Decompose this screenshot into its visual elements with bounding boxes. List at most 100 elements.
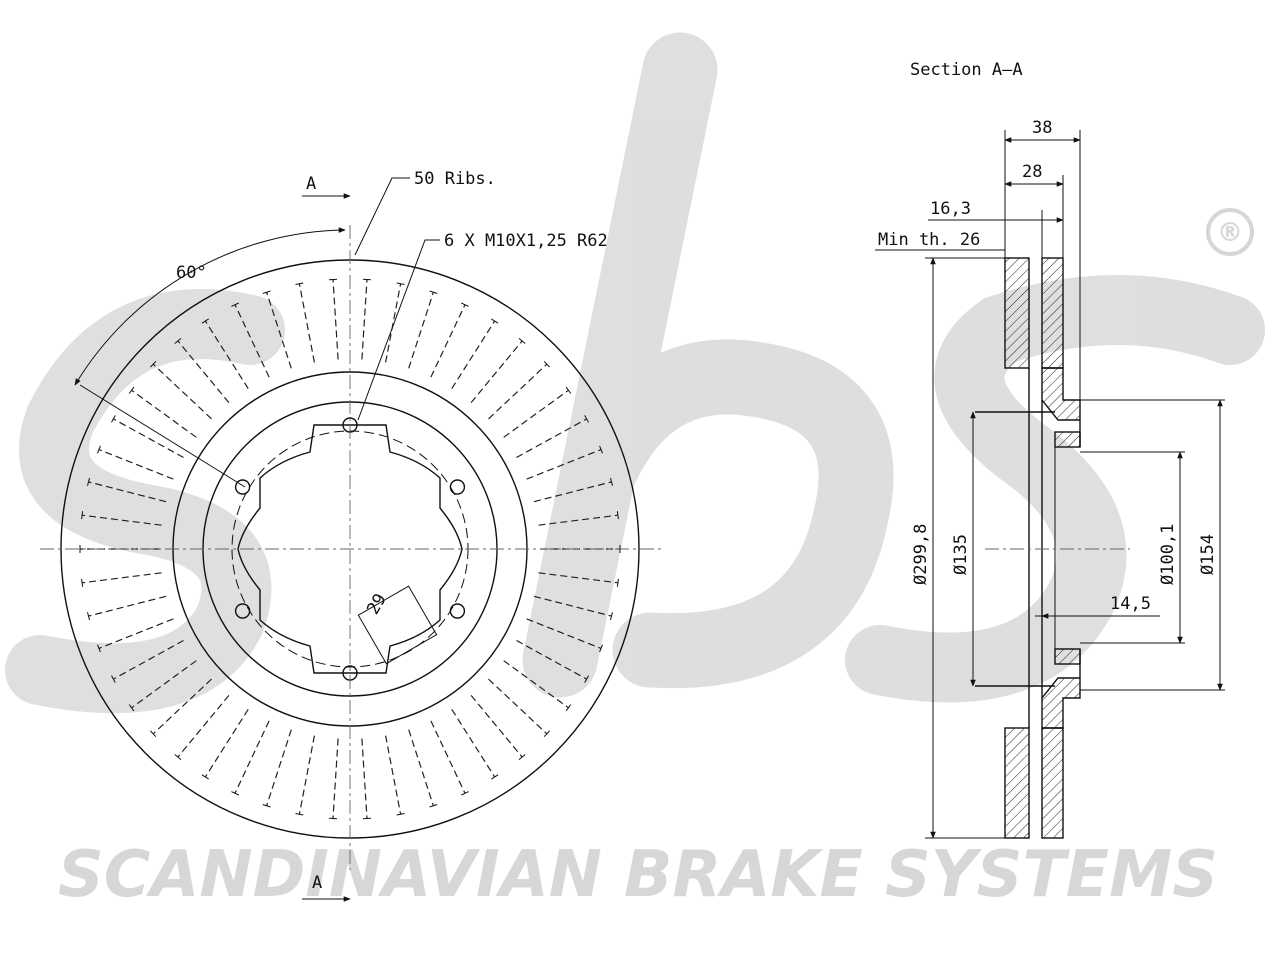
inner-plate-top — [1004, 257, 1030, 369]
hub-dim-label: 29 — [363, 590, 391, 618]
rib-cap — [565, 386, 572, 394]
cooling-rib — [408, 292, 434, 369]
rib-cap — [584, 415, 589, 423]
rib-cap — [201, 774, 209, 780]
dim-bore-diameter: Ø100,1 — [1158, 524, 1178, 585]
bolt-pattern-label: 6 X M10X1,25 R62 — [444, 231, 608, 251]
bolt-leader-lower — [79, 384, 246, 488]
hub-lobed-outline — [237, 424, 463, 674]
rib-cap — [491, 774, 499, 780]
rib-cap — [329, 817, 338, 820]
bolt-hole — [234, 479, 251, 495]
cooling-rib — [204, 709, 249, 778]
cooling-rib — [234, 720, 270, 794]
rib-cap — [599, 644, 603, 653]
min-thickness: Min th. 26 — [878, 230, 980, 250]
inner-plate-bottom — [1004, 727, 1030, 839]
bolt-holes — [234, 417, 466, 681]
cooling-rib — [113, 418, 184, 459]
hub-dimension — [357, 585, 438, 665]
bolt-leader — [357, 239, 440, 421]
rib-cap — [543, 730, 550, 738]
rib-cap — [362, 817, 371, 820]
rib-cap — [518, 338, 526, 344]
cooling-rib — [298, 735, 315, 815]
cooling-rib — [533, 595, 612, 617]
cooling-rib — [177, 695, 230, 758]
dim-28: 28 — [1022, 162, 1042, 182]
section-marker-bottom: A — [312, 873, 322, 893]
cooling-rib — [332, 738, 339, 819]
rib-cap — [616, 578, 619, 587]
cooling-rib — [526, 449, 602, 480]
cooling-rib — [503, 660, 569, 709]
cooling-rib — [152, 678, 212, 735]
cooling-rib — [131, 660, 197, 709]
rib-cap — [610, 612, 613, 621]
cooling-rib — [361, 279, 368, 360]
cooling-rib — [470, 340, 523, 403]
rib-cap — [396, 813, 405, 816]
rib-cap — [329, 278, 338, 281]
cooling-rib — [430, 720, 466, 794]
hub-flange-bottom — [1054, 648, 1081, 665]
registered-mark-circle — [1206, 208, 1254, 256]
cooling-rib — [503, 389, 569, 438]
dim-hub-depth: 14,5 — [1110, 594, 1151, 614]
cooling-rib — [98, 449, 174, 480]
hat-profile-bottom — [1041, 677, 1081, 729]
cooling-rib — [451, 320, 496, 389]
cooling-rib — [113, 639, 184, 680]
rib-cap — [518, 754, 526, 760]
dim-16-3: 16,3 — [930, 199, 971, 219]
rib-cap — [81, 511, 84, 520]
cooling-rib — [538, 572, 618, 584]
registered-mark: ® — [1217, 218, 1243, 248]
cooling-rib — [470, 695, 523, 758]
rib-cap — [461, 791, 469, 796]
angle-arc — [74, 227, 346, 386]
bolt-hole — [234, 603, 251, 619]
cooling-rib — [516, 418, 587, 459]
logo-letter-s-right — [845, 275, 1265, 703]
rib-cap — [491, 318, 499, 324]
rib-cap — [87, 477, 90, 486]
cooling-rib — [451, 709, 496, 778]
rib-cap — [174, 754, 182, 760]
disc-section-view: Section A–A 38 28 16,3 — [875, 60, 1225, 839]
hub-flange-top — [1054, 431, 1081, 448]
rib-cap — [128, 386, 135, 394]
rib-cap — [362, 278, 371, 281]
disc-front-view: 29 60° 50 Ribs. 6 X M10X1,25 R62 A A — [40, 169, 665, 902]
rib-cap — [81, 578, 84, 587]
rib-cap — [461, 302, 469, 307]
cooling-rib — [98, 618, 174, 649]
cooling-rib — [152, 363, 212, 420]
rib-cap — [262, 804, 271, 808]
rib-cap — [429, 290, 438, 294]
ribs-leader — [354, 177, 410, 256]
rib-cap — [295, 813, 304, 816]
rib-cap — [111, 415, 116, 423]
cooling-rib — [361, 738, 368, 819]
cooling-rib — [408, 729, 434, 806]
cooling-rib — [82, 572, 162, 584]
dim-38: 38 — [1032, 118, 1052, 138]
rib-cap — [565, 704, 572, 712]
cooling-rib — [538, 514, 618, 526]
dim-hub-diameter: Ø135 — [951, 534, 971, 575]
cooling-rib — [526, 618, 602, 649]
outer-plate-top — [1041, 257, 1064, 369]
hat-profile-top — [1041, 367, 1081, 421]
cooling-rib — [385, 735, 402, 815]
cooling-rib — [298, 283, 315, 363]
rib-cap — [111, 675, 116, 683]
rib-cap — [97, 445, 101, 454]
company-watermark: SCANDINAVIAN BRAKE SYSTEMS — [58, 838, 1218, 912]
cooling-rib — [385, 283, 402, 363]
section-title: Section A–A — [910, 60, 1023, 80]
section-marker-top: A — [306, 174, 316, 194]
rib-cap — [396, 282, 405, 285]
cooling-rib — [88, 595, 167, 617]
